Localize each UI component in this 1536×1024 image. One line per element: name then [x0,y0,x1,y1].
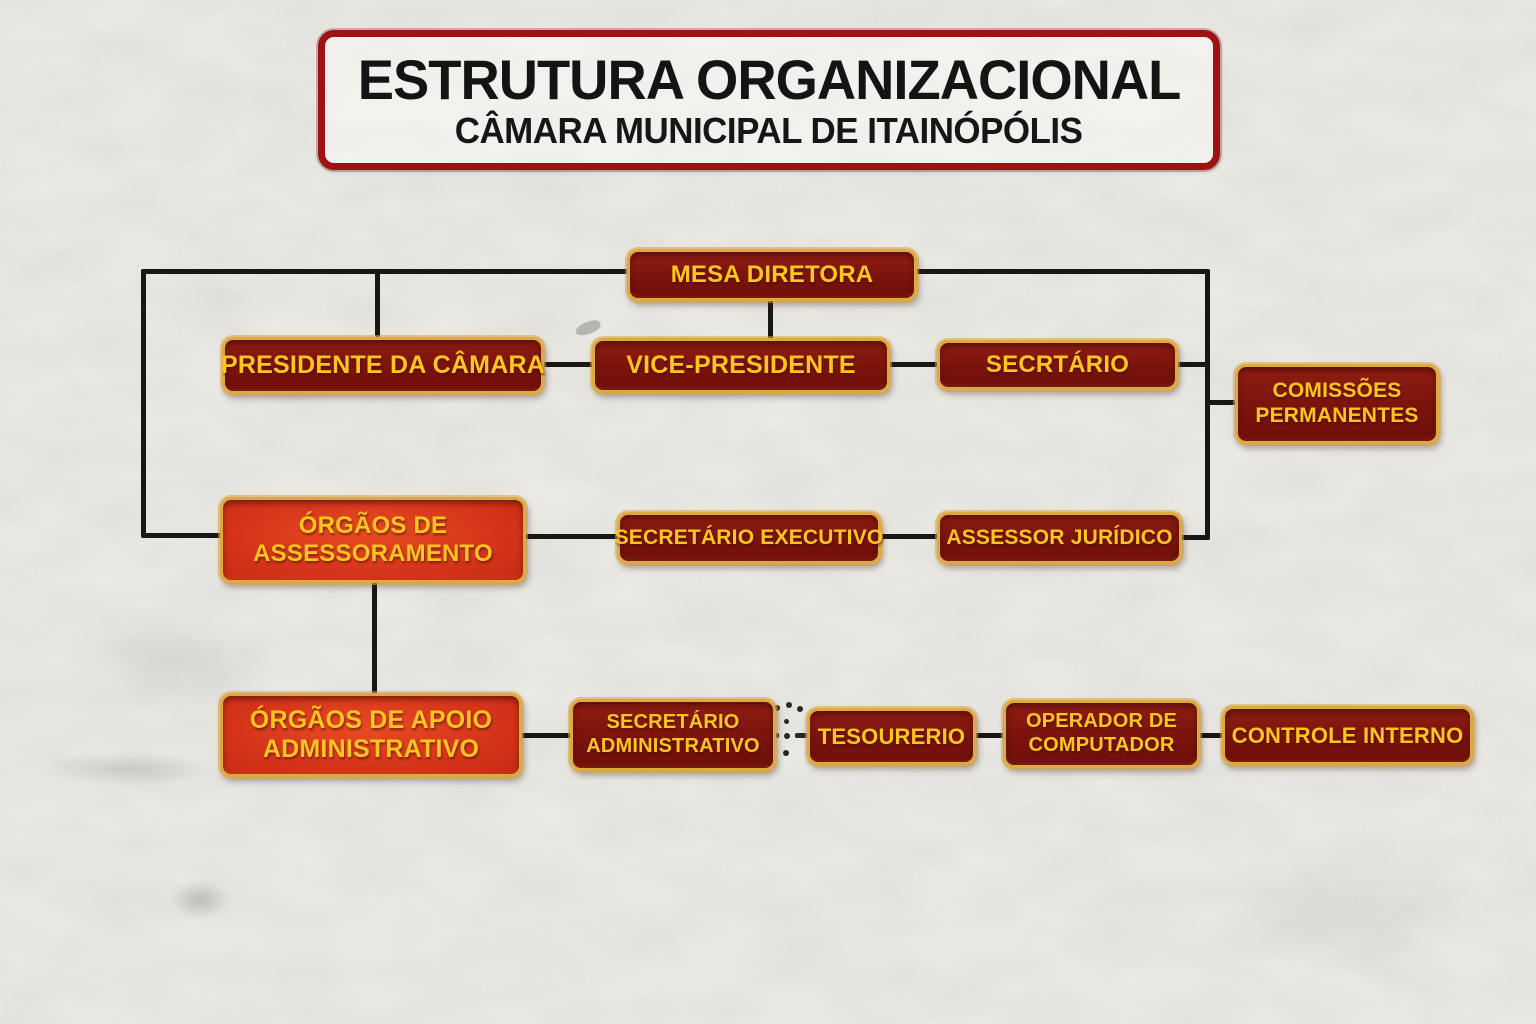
node-assessor-juridico: ASSESSOR JURÍDICO [937,512,1182,564]
connector-rail-to-comissoes [1207,400,1237,405]
paper-smudge [573,318,603,338]
node-secretario-executivo: SECRETÁRIO EXECUTIVO [614,512,884,564]
node-label: TESOURERIO [817,723,966,749]
connector-apoio-to-secretarioadm [520,733,572,738]
node-label: ASSESSOR JURÍDICO [946,525,1173,549]
connector-assessor-to-rail [1180,535,1210,540]
node-label: CONTROLE INTERNO [1231,722,1464,748]
paper-smudge [170,880,230,920]
node-secrtario: SECRTÁRIO [937,340,1178,390]
connector-mesa-to-left-rail [141,269,631,274]
connector-mesa-to-vice [768,299,773,339]
node-label: PRESIDENTE DA CÂMARA [221,350,545,379]
connector-assessoramento-to-apoio [372,582,377,694]
node-controle-interno: CONTROLE INTERNO [1222,706,1473,765]
node-vice-presidente: VICE-PRESIDENTE [592,338,890,393]
node-secretario-administrativo: SECRETÁRIO ADMINISTRATIVO [570,699,776,771]
paper-smudge [40,752,210,786]
connector-tesourerio-to-operador [974,733,1005,738]
connector-operador-to-controle [1197,733,1224,738]
node-label: SECRTÁRIO [985,350,1130,378]
connector-rail-to-presidente [375,271,380,337]
node-presidente-da-camara: PRESIDENTE DA CÂMARA [221,337,545,394]
title-box: ESTRUTURA ORGANIZACIONAL CÂMARA MUNICIPA… [318,30,1220,170]
node-label: SECRETÁRIO ADMINISTRATIVO [586,711,760,757]
node-comissoes-permanentes: COMISSÕES PERMANENTES [1235,364,1439,444]
page-title: ESTRUTURA ORGANIZACIONAL [357,47,1182,111]
connector-rail-to-assessoramento [143,533,222,538]
connector-mesa-to-right-rail [915,269,1210,274]
node-tesourerio: TESOURERIO [807,708,976,765]
node-label: MESA DIRETORA [670,260,874,288]
connector-vice-to-secrtario [888,362,939,367]
connector-presidente-to-vice [542,362,594,367]
node-label: VICE-PRESIDENTE [626,350,856,379]
node-label: COMISSÕES PERMANENTES [1255,379,1419,427]
node-label: ÓRGÃOS DE APOIO ADMINISTRATIVO [249,705,493,764]
paper-smudge [1200,840,1500,980]
node-mesa-diretora: MESA DIRETORA [627,249,917,301]
node-operador-de-computador: OPERADOR DE COMPUTADOR [1003,700,1200,768]
node-orgaos-de-assessoramento: ÓRGÃOS DE ASSESSORAMENTO [220,497,526,583]
connector-assessoramento-to-executivo [524,534,619,539]
node-label: OPERADOR DE COMPUTADOR [1025,710,1178,756]
node-label: SECRETÁRIO EXECUTIVO [614,525,884,549]
connector-secrtario-to-rail [1176,362,1210,367]
page-subtitle: CÂMARA MUNICIPAL DE ITAINÓPÓLIS [455,109,1083,151]
node-label: ÓRGÃOS DE ASSESSORAMENTO [253,511,493,567]
left-rail [141,269,146,538]
connector-executivo-to-assessor [879,534,939,539]
node-orgaos-de-apoio-administrativo: ÓRGÃOS DE APOIO ADMINISTRATIVO [220,693,522,777]
